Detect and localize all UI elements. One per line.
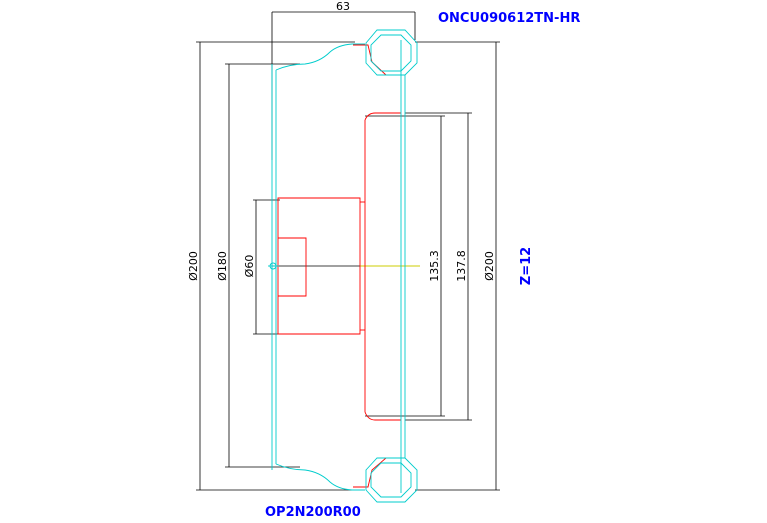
body-height-a-dimension: 135.3 xyxy=(428,250,441,282)
insert-code-label: ONCU090612TN-HR xyxy=(438,11,580,26)
body-height-b-dimension: 137.8 xyxy=(455,250,468,282)
width-dimension: 63 xyxy=(336,0,350,13)
bore-diameter-dimension: Ø60 xyxy=(243,255,256,278)
outer-diameter-left-dimension: Ø200 xyxy=(187,251,200,281)
holder-code-label: OP2N200R00 xyxy=(265,505,361,520)
outer-diameter-right-dimension: Ø200 xyxy=(483,251,496,281)
teeth-count-label: Z=12 xyxy=(519,247,534,285)
insert-outline xyxy=(268,29,418,503)
inner-diameter-left-dimension: Ø180 xyxy=(216,251,229,281)
